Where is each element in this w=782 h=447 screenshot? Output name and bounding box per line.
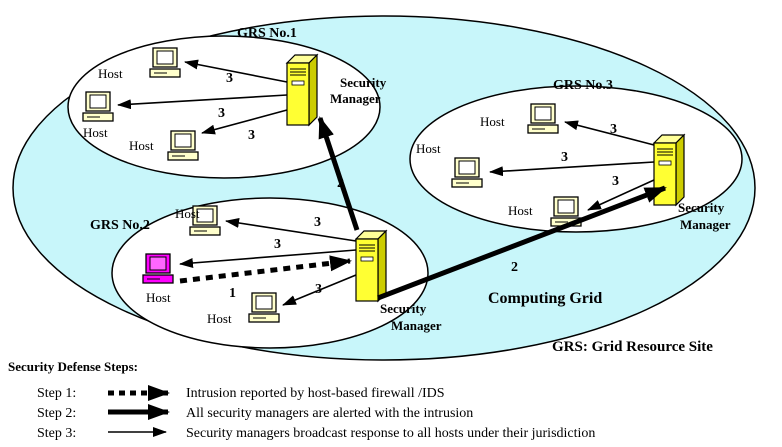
grs1-host-1-label: Host: [98, 66, 123, 81]
legend-step2-label: Step 2:: [37, 406, 76, 421]
grs2-compromised-host-icon: [142, 253, 174, 284]
grs2-manager-label-1: Security: [380, 301, 427, 316]
grs1-manager-label-1: Security: [340, 75, 387, 90]
grs2-host-3-icon: [248, 292, 280, 323]
grs3-host-2-icon: [451, 157, 483, 188]
computing-grid-label: Computing Grid: [488, 290, 602, 307]
grs1-host-2-icon: [82, 91, 114, 122]
legend-step2-text: All security managers are alerted with t…: [186, 406, 473, 421]
step2-alert-arrow-grs3: [377, 185, 667, 301]
grs3-step3-num-2: 3: [561, 150, 568, 165]
grs-definition-label: GRS: Grid Resource Site: [552, 339, 713, 355]
grs1-step3-num-1: 3: [226, 71, 233, 86]
grs2-host-1-label: Host: [175, 206, 200, 221]
grs3-host-1-label: Host: [480, 114, 505, 129]
grs3-manager-label-1: Security: [678, 200, 725, 215]
step2-num-2: 2: [511, 260, 518, 275]
grs3-step3-arrow-2: [489, 161, 655, 177]
legend-step1-text: Intrusion reported by host-based firewal…: [186, 386, 445, 401]
grs1-manager-label-2: Manager: [330, 91, 381, 106]
grs3-host-1-icon: [527, 103, 559, 134]
grs2-title: GRS No.2: [90, 218, 150, 233]
grs1-step3-num-2: 3: [218, 106, 225, 121]
grs3-security-manager-icon: [653, 134, 685, 206]
grs1-host-3-label: Host: [129, 138, 154, 153]
grs3-step3-arrow-1: [564, 120, 655, 146]
grs2-host-3-label: Host: [207, 311, 232, 326]
grs1-step3-arrow-2: [117, 94, 288, 110]
step2-num-1: 2: [337, 176, 344, 191]
grs1-host-1-icon: [149, 47, 181, 78]
legend-title: Security Defense Steps:: [8, 359, 138, 374]
grs2-security-manager-icon: [355, 230, 387, 302]
grs2-manager-label-2: Manager: [391, 318, 442, 333]
grs1-host-2-label: Host: [83, 125, 108, 140]
grs3-manager-label-2: Manager: [680, 217, 731, 232]
grs2-step3-arrow-1: [225, 218, 357, 242]
grs3-host-2-label: Host: [416, 141, 441, 156]
grs3-host-3-label: Host: [508, 203, 533, 218]
step1-num: 1: [229, 286, 236, 301]
legend-step3-label: Step 3:: [37, 426, 76, 441]
grs1-host-3-icon: [167, 130, 199, 161]
grs1-title: GRS No.1: [237, 26, 297, 41]
grs2-step3-arrow-3: [282, 274, 357, 306]
grs3-step3-arrow-3: [587, 179, 655, 211]
grs3-step3-num-1: 3: [610, 122, 617, 137]
grs1-step3-num-3: 3: [248, 128, 255, 143]
grs3-title: GRS No.3: [553, 78, 613, 93]
legend-step3-text: Security managers broadcast response to …: [186, 426, 595, 441]
step2-alert-arrow-grs1: [317, 116, 360, 231]
grs1-step3-arrow-1: [184, 59, 288, 83]
grs1-step3-arrow-3: [201, 109, 288, 135]
grs3-step3-num-3: 3: [612, 174, 619, 189]
step1-intrusion-arrow: [179, 255, 352, 284]
grs2-step3-num-1: 3: [314, 215, 321, 230]
grs2-step3-arrow-2: [179, 249, 357, 268]
grs2-compromised-host-label: Host: [146, 290, 171, 305]
grs2-step3-num-2: 3: [274, 237, 281, 252]
grs2-step3-num-3: 3: [315, 282, 322, 297]
legend-step1-label: Step 1:: [37, 386, 76, 401]
grs1-security-manager-icon: [286, 54, 318, 126]
